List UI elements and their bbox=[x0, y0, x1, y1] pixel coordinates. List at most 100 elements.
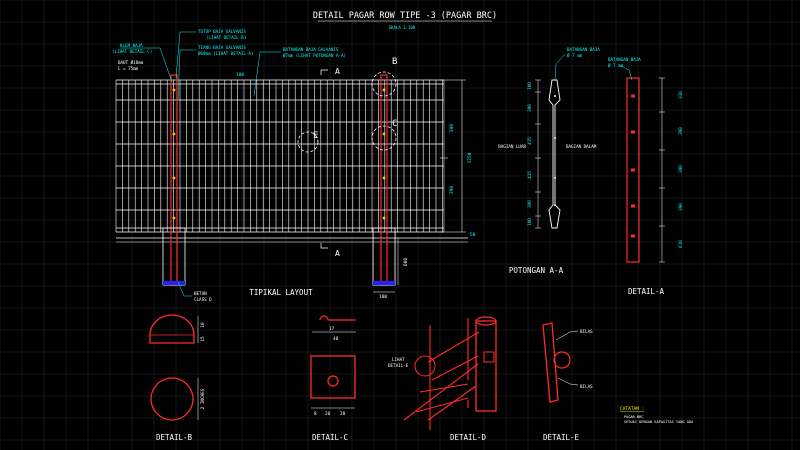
notes-block: CATATAN : PAGAR BRC SESUAI DENGAN KAPASI… bbox=[620, 406, 694, 424]
detail-d-assembly bbox=[403, 316, 497, 430]
detail-marker-b: B bbox=[371, 57, 397, 97]
detail-b-dim-diameter: 2 INCHES bbox=[200, 388, 206, 409]
potongan-dim-value: 100 bbox=[527, 82, 533, 90]
notes-line-2: SESUAI DENGAN KAPASITAS YANG ADA bbox=[624, 420, 694, 424]
svg-text:L = 75mm: L = 75mm bbox=[118, 66, 139, 71]
svg-text:Ø7mm (LIHAT POTONGAN A-A): Ø7mm (LIHAT POTONGAN A-A) bbox=[283, 53, 346, 58]
detail-e-bilas-top: BILAS bbox=[580, 329, 593, 334]
detail-d-label-1: LIHAT bbox=[392, 357, 405, 362]
bolt bbox=[172, 176, 176, 180]
detail-d-bars bbox=[403, 318, 480, 430]
annotation-beton: BETON CLASS D bbox=[194, 291, 212, 302]
detail-b-cap-side bbox=[149, 314, 195, 344]
svg-text:BATANGAN BAJA GALVANIS: BATANGAN BAJA GALVANIS bbox=[283, 47, 339, 52]
tipikal-layout-label: TIPIKAL LAYOUT bbox=[249, 288, 313, 297]
detail-marker-c: C bbox=[371, 119, 397, 151]
notes-header: CATATAN : bbox=[620, 406, 644, 412]
section-marker-a-top: A bbox=[320, 67, 340, 76]
detail-b-dim-15: 15 bbox=[200, 336, 206, 342]
detail-a-dim-value: 390 bbox=[678, 203, 684, 211]
potongan-dim-value: 100 bbox=[527, 218, 533, 226]
svg-text:A: A bbox=[335, 67, 340, 76]
detail-a-dim-value: 610 bbox=[678, 240, 684, 248]
detail-c-dim-17: 17 bbox=[329, 326, 335, 332]
potongan-dim-value: 390 bbox=[527, 200, 533, 208]
detail-a-label-2: Ø 7 mm bbox=[608, 63, 624, 68]
detail-b-dim-10: 10 bbox=[200, 322, 206, 328]
annotation-tutup: TUTUP BAJA GALVANIS (LIHAT DETAIL-B) bbox=[198, 29, 246, 40]
bolt bbox=[382, 132, 386, 136]
dim-right-total: 1750 bbox=[467, 152, 473, 163]
dim-right-lower: 390 bbox=[449, 186, 455, 194]
detail-a-dim-value: 330 bbox=[678, 91, 684, 99]
annotation-leaders bbox=[120, 31, 281, 297]
potongan-label-1: BATANGAN BAJA bbox=[567, 47, 600, 52]
footing-right bbox=[372, 227, 396, 286]
svg-text:E: E bbox=[313, 131, 318, 141]
detail-a-dim-value: 390 bbox=[678, 165, 684, 173]
svg-text:CLASS D: CLASS D bbox=[194, 297, 212, 302]
bolt bbox=[382, 176, 386, 180]
post-bolts bbox=[172, 88, 386, 220]
notes-line-1: PAGAR BRC bbox=[624, 415, 643, 419]
detail-a-title: DETAIL-A bbox=[628, 287, 665, 296]
potongan-dim-value: 415 bbox=[527, 137, 533, 145]
potongan-a-a-section bbox=[535, 53, 566, 229]
potongan-profile bbox=[548, 79, 561, 229]
dimension-footing bbox=[373, 238, 399, 293]
potongan-dimensions: 100 390 415 415 390 100 bbox=[527, 82, 533, 226]
svg-text:(LIHAT DETAIL-B): (LIHAT DETAIL-B) bbox=[206, 35, 246, 40]
svg-text:BAUT Ø18mm: BAUT Ø18mm bbox=[118, 60, 144, 65]
detail-c-dim-8: 8 bbox=[314, 411, 317, 417]
svg-text:TUTUP BAJA GALVANIS: TUTUP BAJA GALVANIS bbox=[198, 29, 246, 34]
potongan-dim-ticks bbox=[535, 79, 556, 229]
annotation-baut: BAUT Ø18mm L = 75mm bbox=[118, 60, 144, 71]
section-marker-a-bottom: A bbox=[320, 243, 340, 258]
potongan-dim-value: 415 bbox=[527, 171, 533, 179]
detail-c-title: DETAIL-C bbox=[312, 433, 348, 442]
bolt bbox=[382, 216, 386, 220]
dim-spacing-top: 100 bbox=[236, 72, 244, 78]
potongan-a-a-label: POTONGAN A-A bbox=[509, 266, 564, 275]
bolt bbox=[172, 216, 176, 220]
detail-b-cap-top bbox=[150, 377, 194, 421]
svg-text:A: A bbox=[335, 249, 340, 258]
annotation-klem: KLEM BAJA (LIHAT DETAIL-C) bbox=[112, 43, 152, 54]
detail-e-bilas-bottom: BILAS bbox=[580, 384, 593, 389]
detail-d-title: DETAIL-D bbox=[450, 433, 487, 442]
detail-e-bar bbox=[542, 322, 579, 403]
detail-e-title: DETAIL-E bbox=[543, 433, 580, 442]
detail-a-dim-value: 390 bbox=[678, 127, 684, 135]
detail-c-dim-40: 40 bbox=[333, 336, 339, 342]
potongan-bagian-dalam: BAGIAN DALAM bbox=[566, 144, 597, 149]
annotation-tiang: TIANG BAJA GALVANIS Ø60mm (LIHAT DETAIL-… bbox=[198, 45, 253, 56]
dim-footing-width: 180 bbox=[379, 294, 387, 300]
detail-b-title: DETAIL-B bbox=[156, 433, 193, 442]
potongan-label-2: Ø 7 mm bbox=[567, 53, 583, 58]
svg-text:Ø60mm (LIHAT DETAIL-A): Ø60mm (LIHAT DETAIL-A) bbox=[198, 51, 253, 56]
dim-right-upper: 390 bbox=[449, 124, 455, 132]
dimension-right bbox=[440, 79, 466, 233]
potongan-dim-value: 390 bbox=[527, 104, 533, 112]
annotation-batangan: BATANGAN BAJA GALVANIS Ø7mm (LIHAT POTON… bbox=[283, 47, 346, 58]
svg-text:BETON: BETON bbox=[194, 291, 207, 296]
detail-a-post bbox=[620, 65, 663, 263]
detail-a-label-1: BATANGAN BAJA bbox=[608, 57, 641, 62]
dim-base-right: 50 bbox=[470, 232, 476, 238]
bolt bbox=[382, 88, 386, 92]
detail-c-clamp-top bbox=[312, 315, 356, 333]
bolt bbox=[172, 88, 176, 92]
svg-text:C: C bbox=[392, 119, 397, 129]
detail-d-label-2: DETAIL-E bbox=[388, 363, 409, 368]
detail-a-dimensions: 330 390 390 390 610 bbox=[659, 77, 684, 263]
svg-text:KLEM BAJA: KLEM BAJA bbox=[120, 43, 143, 48]
detail-c-dim-20a: 20 bbox=[325, 411, 331, 417]
detail-c-dim-20b: 20 bbox=[340, 411, 346, 417]
detail-c-clamp-plate bbox=[310, 355, 356, 409]
svg-text:B: B bbox=[392, 57, 397, 67]
potongan-bagian-luar: BAGIAN LUAR bbox=[498, 144, 526, 149]
drawing-scale: SKALA 1:100 bbox=[389, 25, 416, 30]
